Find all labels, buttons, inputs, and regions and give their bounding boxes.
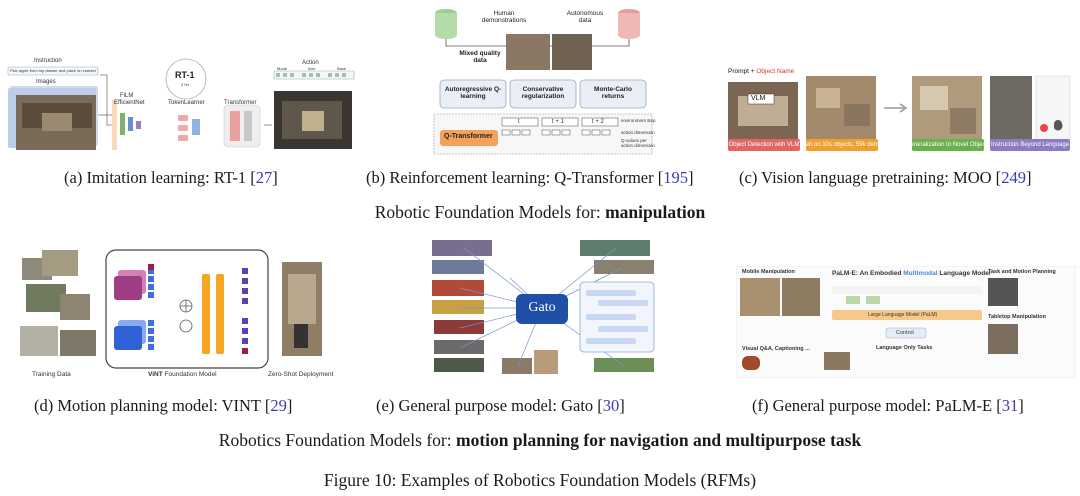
qt-t2: t + 2 [592, 119, 604, 125]
moo-tag-instruction: Instruction Beyond Language [990, 139, 1070, 151]
vint-foundation-model: ViNT Foundation Model [148, 371, 217, 378]
caption-moo: (c) Vision language pretraining: MOO [24… [739, 168, 1032, 187]
caption-rt1: (a) Imitation learning: RT-1 [27] [64, 168, 278, 187]
rt1-base-label: Base [337, 66, 347, 71]
rt1-arm-label: Arm [308, 66, 316, 71]
qt-t: t [518, 119, 520, 125]
qt-montecarlo: Monte-Carlo returns [594, 86, 632, 100]
caption-vint: (d) Motion planning model: VINT [29] [34, 396, 293, 415]
vint-zero-shot: Zero-Shot Deployment [268, 371, 334, 378]
citation-link[interactable]: 31 [1001, 396, 1019, 415]
caption-gato: (e) General purpose model: Gato [30] [376, 396, 625, 415]
moo-diagram [728, 75, 1071, 141]
moo-prompt: Prompt + Object Name [728, 68, 795, 75]
palme-mobile-manipulation: Mobile Manipulation [742, 269, 795, 275]
gato-diagram [432, 240, 655, 374]
qt-q-values: Q-values per action dimension [621, 138, 655, 148]
citation-link[interactable]: 29 [270, 396, 287, 415]
moo-tag-detection: Object Detection with VLM [728, 139, 800, 151]
caption-qtransformer: (b) Reinforcement learning: Q-Transforme… [366, 168, 694, 187]
group-title-manipulation: Robotic Foundation Models for: manipulat… [374, 202, 706, 222]
panel-vint: Training Data ViNT Foundation Model Zero… [20, 244, 340, 384]
moo-tag-generalization: Generalization to Novel Objects [906, 139, 990, 151]
qt-human-demos: Human demonstrations [481, 10, 527, 24]
palme-visual-qa: Visual Q&A, Captioning ... [742, 346, 810, 352]
panel-qtransformer: Human demonstrations Autonomous data Mix… [432, 6, 657, 156]
panel-rt1: Instruction Pick apple from top drawer a… [2, 55, 357, 160]
rt1-title: RT-1 [175, 70, 195, 80]
palme-task-motion: Task and Motion Planning [988, 269, 1056, 275]
palme-diagram [736, 266, 1076, 378]
citation-link[interactable]: 249 [1001, 168, 1026, 187]
rt1-efficientnet-label: EfficientNet [114, 100, 145, 106]
rt1-diagram [7, 58, 355, 150]
vint-training-data: Training Data [32, 371, 71, 378]
panel-moo: Prompt + Object Name VLM Object Detectio… [728, 68, 1073, 153]
gato-center-label: Gato [528, 300, 556, 315]
palme-control: Control [896, 330, 914, 336]
group-title-navigation: Robotics Foundation Models for: motion p… [218, 430, 862, 450]
qtransformer-diagram [433, 9, 653, 155]
rt1-action-label: Action [302, 60, 319, 66]
palme-language-only: Language Only Tasks [876, 345, 933, 351]
qt-mixed: Mixed quality data [459, 50, 501, 64]
palme-tabletop: Tabletop Manipulation [988, 314, 1046, 320]
qt-action-dim: action dimension [621, 130, 655, 135]
qt-autonomous: Autonomous data [566, 10, 604, 24]
qt-qtransformer-box: Q-Transformer [444, 133, 493, 140]
qt-t1: t + 1 [552, 119, 564, 125]
moo-vlm-label: VLM [751, 95, 766, 102]
figure-caption: Figure 10: Examples of Robotics Foundati… [323, 470, 757, 490]
qt-env-step: environment step [621, 118, 656, 123]
rt1-transformer-label: Transformer [224, 100, 257, 106]
palme-title: PaLM-E: An Embodied Multimodal Language … [832, 270, 991, 277]
citation-link[interactable]: 27 [255, 168, 273, 187]
vint-diagram [20, 249, 322, 369]
qt-autoregressive: Autoregressive Q-learning [444, 86, 502, 100]
rt1-instruction-text: Pick apple from top drawer and place on … [10, 68, 97, 73]
rt1-tokenlearner-label: TokenLearner [168, 100, 205, 106]
moo-tag-train: Train on 10s objects, 59k demos [799, 139, 885, 151]
caption-palme: (f) General purpose model: PaLM-E [31] [752, 396, 1024, 415]
palme-llm: Large Language Model (PaLM) [868, 312, 938, 318]
panel-gato: Gato [430, 238, 660, 378]
rt1-mode-label: Mode [277, 66, 288, 71]
rt1-film-label: FiLM [120, 93, 134, 99]
qt-conservative: Conservative regularization [521, 86, 565, 100]
rt1-instruction-label: Instruction [34, 58, 62, 64]
citation-link[interactable]: 30 [602, 396, 620, 415]
rt1-hz: 3 Hz [181, 82, 190, 87]
panel-palme: Mobile Manipulation PaLM-E: An Embodied … [736, 266, 1076, 378]
rt1-images-label: Images [36, 79, 56, 85]
citation-link[interactable]: 195 [663, 168, 688, 187]
